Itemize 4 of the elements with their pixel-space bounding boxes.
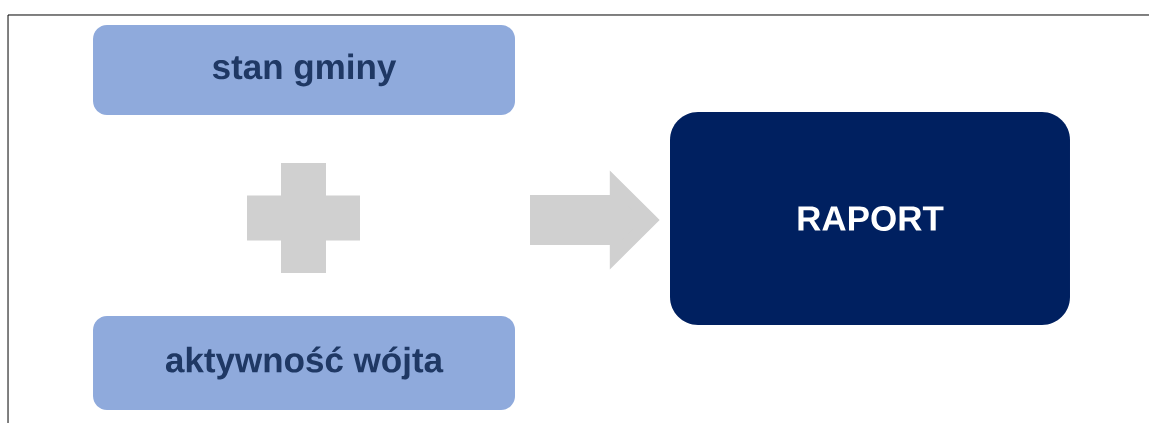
result-box: RAPORT: [670, 112, 1070, 325]
plus-sign: [247, 163, 360, 273]
input-box: stan gminy: [93, 25, 515, 115]
input-box: aktywność wójta: [93, 316, 515, 410]
